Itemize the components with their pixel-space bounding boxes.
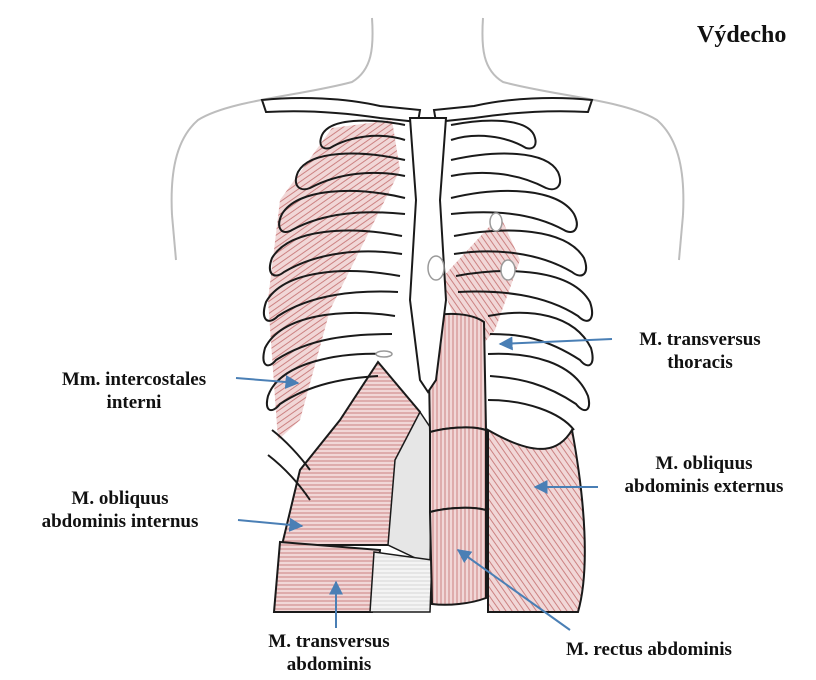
label-rectus-abdominis: M. rectus abdominis — [566, 638, 732, 661]
label-obliquus-internus: M. obliquus abdominis internus — [4, 487, 236, 533]
label-line: M. obliquus — [596, 452, 812, 475]
label-line: interni — [18, 391, 250, 414]
label-obliquus-externus: M. obliquus abdominis externus — [596, 452, 812, 498]
obliquus-externus-region — [488, 430, 585, 612]
label-line: abdominis — [226, 653, 432, 676]
label-line: thoracis — [600, 351, 800, 374]
title-text: Výdecho — [697, 22, 786, 49]
label-line: abdominis internus — [4, 510, 236, 533]
label-line: abdominis externus — [596, 475, 812, 498]
label-transversus-abdominis: M. transversus abdominis — [226, 630, 432, 676]
sternum — [410, 118, 446, 392]
arrow-transversus-thoracis — [500, 339, 612, 344]
label-intercostales-interni: Mm. intercostales interni — [18, 368, 250, 414]
transversus-abdominis-region — [274, 542, 380, 612]
label-line: M. transversus — [226, 630, 432, 653]
label-line: Mm. intercostales — [18, 368, 250, 391]
transversus-abdominis-gray — [370, 552, 432, 612]
label-line: M. obliquus — [4, 487, 236, 510]
label-transversus-thoracis: M. transversus thoracis — [600, 328, 800, 374]
label-line: M. transversus — [600, 328, 800, 351]
